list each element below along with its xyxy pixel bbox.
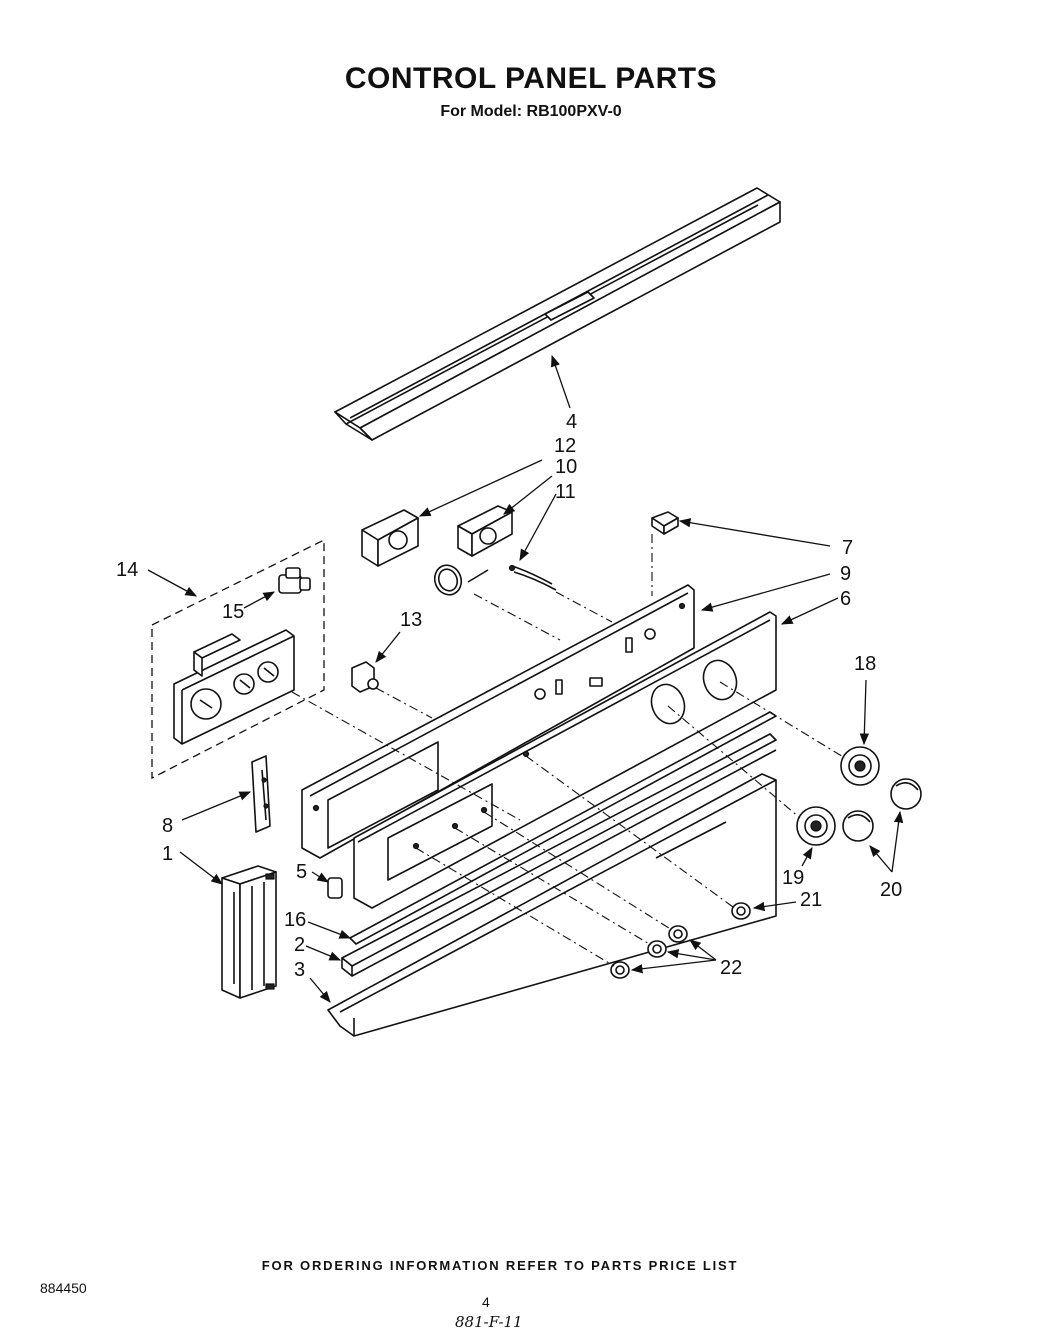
grommet-part-22-a	[668, 925, 688, 943]
page-title: CONTROL PANEL PARTS	[344, 62, 718, 95]
model-subtitle: For Model: RB100PXV-0	[440, 103, 622, 120]
callout-18: 18	[854, 653, 876, 675]
callout-16: 16	[284, 909, 306, 931]
ordering-note: FOR ORDERING INFORMATION REFER TO PARTS …	[261, 1258, 739, 1273]
callout-labels: 4 12 10 11 7 9 6 14 15 13 18 8 1 5 16 2 …	[116, 411, 902, 981]
callout-7: 7	[842, 537, 853, 559]
callout-9: 9	[840, 563, 851, 585]
callout-2: 2	[294, 934, 305, 956]
callout-1: 1	[162, 843, 173, 865]
bracket-part-8	[251, 755, 271, 833]
switch-part-10	[457, 505, 513, 557]
grommet-part-21	[731, 902, 751, 920]
handwritten-code: 881-F-11	[455, 1313, 523, 1331]
trim-rail-part-2	[341, 733, 777, 977]
callout-13: 13	[400, 609, 422, 631]
grommet-part-22-c	[610, 961, 630, 979]
trim-rail-part-3	[327, 773, 777, 1037]
callout-11: 11	[555, 481, 576, 503]
terminal-block-part-1	[221, 865, 277, 999]
leader-lines	[147, 354, 904, 1003]
knob-bezel-part-19	[796, 806, 836, 846]
inner-panel-part-9	[301, 584, 695, 859]
knob-part-15	[278, 567, 311, 594]
knob-part-20-a	[890, 778, 922, 810]
assembly-lines	[291, 534, 846, 967]
top-trim-channel	[334, 187, 781, 441]
page-number: 4	[482, 1294, 490, 1310]
callout-15: 15	[222, 601, 244, 623]
callout-21: 21	[800, 889, 822, 911]
document-number: 884450	[40, 1280, 87, 1296]
lamp-socket-part-13	[351, 661, 379, 693]
callout-10: 10	[555, 456, 577, 478]
callout-12: 12	[554, 435, 576, 457]
grommet-part-22-b	[647, 940, 667, 958]
callout-19: 19	[782, 867, 804, 889]
callout-6: 6	[840, 588, 851, 610]
clip-part-7	[651, 511, 679, 535]
callout-5: 5	[296, 861, 307, 883]
timer-module-part-14	[173, 629, 295, 745]
switch-part-12	[361, 509, 419, 567]
knob-bezel-part-18	[840, 746, 880, 786]
callout-3: 3	[294, 959, 305, 981]
mounting-ring	[433, 564, 489, 596]
knob-part-20-b	[842, 810, 874, 842]
spacer-part-5	[327, 877, 343, 899]
callout-22: 22	[720, 957, 742, 979]
callout-4: 4	[566, 411, 577, 433]
callout-20: 20	[880, 879, 902, 901]
timer-assembly-box	[151, 538, 325, 780]
main-panel-part-6	[353, 611, 777, 909]
wire-part-11	[508, 564, 557, 591]
callout-14: 14	[116, 559, 138, 581]
callout-8: 8	[162, 815, 173, 837]
